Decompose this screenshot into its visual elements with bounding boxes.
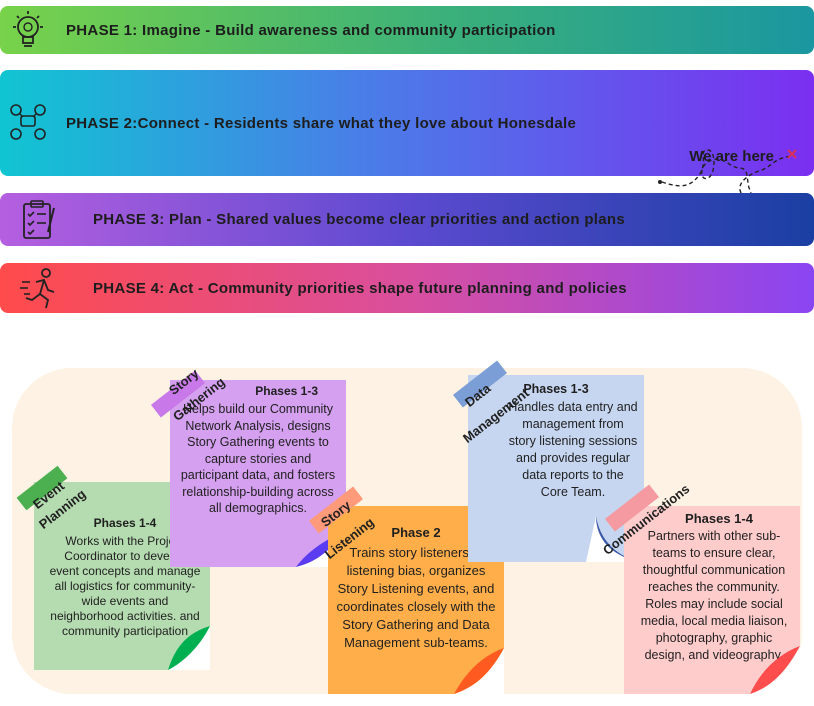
note-body: Handles data entry and management from s… xyxy=(508,400,638,499)
note-body: Helps build our Community Network Analys… xyxy=(180,402,336,515)
lightbulb-idea-icon xyxy=(13,11,43,47)
note-communications: Phases 1-4 Partners with other sub-teams… xyxy=(624,506,800,694)
phase-4-label: PHASE 4: Act - Community priorities shap… xyxy=(93,279,627,297)
we-are-here-label: We are here xyxy=(689,148,774,165)
winding-path-marker xyxy=(658,149,797,198)
running-person-icon xyxy=(20,268,55,309)
phase-2-label: PHASE 2:Connect - Residents share what t… xyxy=(66,114,577,132)
people-network-icon xyxy=(10,104,46,140)
phase-1-banner: PHASE 1: Imagine - Build awareness and c… xyxy=(0,6,814,54)
note-event-planning: Phases 1-4 Works with the Project Coordi… xyxy=(34,482,210,670)
phase-3-banner: PHASE 3: Plan - Shared values become cle… xyxy=(0,193,814,246)
page-curl xyxy=(750,646,800,694)
page-curl xyxy=(150,620,210,670)
phase-1-label: PHASE 1: Imagine - Build awareness and c… xyxy=(66,21,556,39)
note-phases: Phases 1-4 xyxy=(685,511,753,526)
note-phases: Phase 2 xyxy=(391,525,441,540)
note-phases: Phases 1-3 xyxy=(255,384,318,398)
phase-2-banner: PHASE 2:Connect - Residents share what t… xyxy=(0,70,814,198)
clipboard-checklist-icon xyxy=(23,199,55,239)
note-story-gathering: Phases 1-3 Helps build our Community Net… xyxy=(170,380,346,567)
note-body: Trains story listeners in listening bias… xyxy=(336,545,496,650)
note-phases: Phases 1-3 xyxy=(523,382,589,396)
note-phases: Phases 1-4 xyxy=(93,516,157,530)
phase-4-banner: PHASE 4: Act - Community priorities shap… xyxy=(0,263,814,313)
page-curl xyxy=(454,648,504,694)
note-body: Works with the Project Coordinator to de… xyxy=(49,534,201,638)
phase-3-label: PHASE 3: Plan - Shared values become cle… xyxy=(93,211,626,228)
note-body: Partners with other sub-teams to ensure … xyxy=(640,529,788,662)
